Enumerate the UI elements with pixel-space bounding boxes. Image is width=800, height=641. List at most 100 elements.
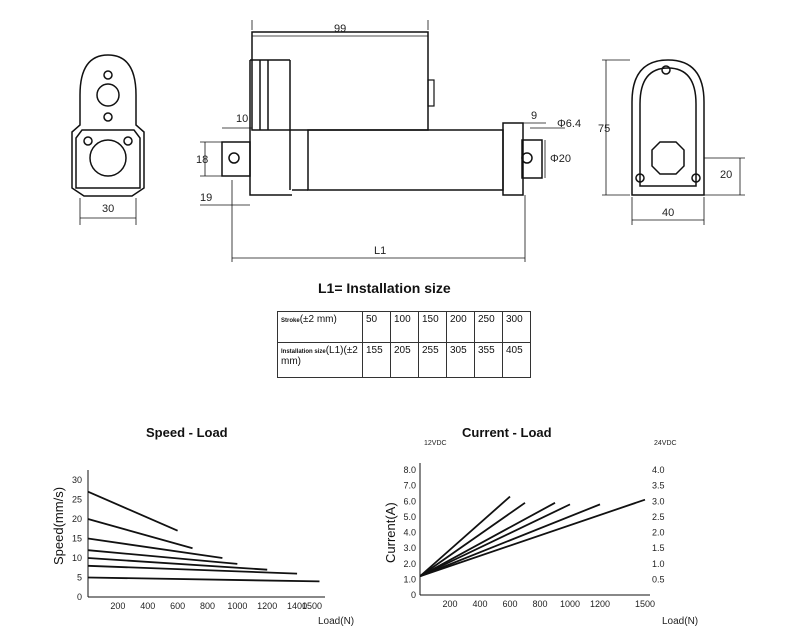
dim-10: 10 — [236, 113, 248, 125]
current-y-tick: 2.0 — [403, 559, 416, 569]
speed-y-tick: 20 — [72, 514, 82, 524]
speed-y-tick: 10 — [72, 553, 82, 563]
current-chart-title: Current - Load — [462, 425, 552, 440]
table-cell: 250 — [474, 311, 503, 343]
speed-series-line-2 — [87, 518, 193, 550]
installation-size-header-cell: Installation size(L1)(±2 mm) — [277, 342, 363, 378]
stroke-label: Stroke — [281, 318, 300, 324]
current-y-tick: 4.0 — [403, 528, 416, 538]
speed-y-tick: 15 — [72, 534, 82, 544]
table-cell: 205 — [390, 342, 419, 378]
current-right-axis-unit: 24VDC — [654, 440, 677, 447]
current-x-tick: 200 — [442, 599, 457, 609]
speed-x-tick: 1200 — [257, 601, 277, 611]
current-x-tick: 800 — [532, 599, 547, 609]
current-x-tick: 1200 — [590, 599, 610, 609]
table-cell: 355 — [474, 342, 503, 378]
dim-l1: L1 — [374, 245, 386, 257]
installation-size-table: Stroke(±2 mm) 50 100 150 200 250 300 Ins… — [277, 311, 531, 378]
speed-y-tick: 0 — [77, 592, 82, 602]
dim-phi64: Φ6.4 — [557, 118, 581, 130]
speed-y-tick: 30 — [72, 475, 82, 485]
dim-30: 30 — [102, 203, 114, 215]
installation-size-unit: (L1)(±2 mm) — [281, 345, 358, 367]
table-cell: 200 — [446, 311, 475, 343]
current-x-tick: 400 — [472, 599, 487, 609]
current-y2-tick: 3.5 — [652, 481, 665, 491]
current-y-tick: 5.0 — [403, 512, 416, 522]
current-y-tick: 1.0 — [403, 574, 416, 584]
installation-size-title: L1= Installation size — [318, 280, 451, 296]
current-y-tick: 6.0 — [403, 496, 416, 506]
current-y2-tick: 1.0 — [652, 559, 665, 569]
current-y-tick: 3.0 — [403, 543, 416, 553]
dim-18: 18 — [196, 154, 208, 166]
current-y-tick: 0 — [411, 590, 416, 600]
current-series-line-2 — [419, 502, 526, 577]
table-cell: 155 — [362, 342, 391, 378]
speed-x-tick: 400 — [140, 601, 155, 611]
table-cell: 100 — [390, 311, 419, 343]
speed-x-label: Load(N) — [318, 616, 354, 627]
table-cell: 300 — [502, 311, 531, 343]
current-series-line-5 — [419, 503, 601, 578]
current-series-line-1 — [419, 495, 511, 577]
current-y-label: Current(A) — [383, 502, 398, 563]
dim-phi20: Φ20 — [550, 153, 571, 165]
speed-series-line-1 — [87, 490, 178, 532]
current-series-line-3 — [419, 502, 556, 578]
table-row: Stroke(±2 mm) 50 100 150 200 250 300 — [277, 311, 531, 343]
dim-9: 9 — [531, 110, 537, 122]
speed-x-tick: 800 — [200, 601, 215, 611]
dim-99: 99 — [334, 23, 346, 35]
installation-size-label: Installation size — [281, 349, 326, 355]
speed-x-tick: 1500 — [302, 601, 322, 611]
side-view — [200, 20, 565, 262]
current-x-tick: 1500 — [635, 599, 655, 609]
speed-x-tick: 1000 — [227, 601, 247, 611]
table-cell: 305 — [446, 342, 475, 378]
current-y-tick: 8.0 — [403, 465, 416, 475]
current-series-line-6 — [419, 498, 646, 578]
current-y2-tick: 3.0 — [652, 496, 665, 506]
speed-x-tick: 600 — [170, 601, 185, 611]
table-cell: 255 — [418, 342, 447, 378]
dim-20: 20 — [720, 169, 732, 181]
speed-chart-title: Speed - Load — [146, 425, 228, 440]
dim-75: 75 — [598, 123, 610, 135]
speed-series-line-7 — [87, 576, 320, 583]
speed-series-line-5 — [87, 557, 268, 571]
current-x-tick: 1000 — [560, 599, 580, 609]
speed-series-line-4 — [87, 549, 238, 565]
current-left-axis-unit: 12VDC — [424, 440, 447, 447]
current-x-label: Load(N) — [662, 616, 698, 627]
dim-19: 19 — [200, 192, 212, 204]
speed-x-tick: 1400 — [287, 601, 307, 611]
table-cell: 50 — [362, 311, 391, 343]
speed-load-chart: Speed - Load 0 5 10 15 20 25 30 200 400 600 800 100… — [51, 425, 354, 627]
stroke-unit: (±2 mm) — [299, 314, 337, 325]
speed-y-tick: 5 — [77, 573, 82, 583]
current-y-tick: 7.0 — [403, 481, 416, 491]
dim-40: 40 — [662, 207, 674, 219]
table-cell: 150 — [418, 311, 447, 343]
speed-series-line-3 — [87, 537, 223, 559]
current-series-line-4 — [419, 503, 571, 578]
current-y2-tick: 0.5 — [652, 574, 665, 584]
speed-y-tick: 25 — [72, 495, 82, 505]
table-cell: 405 — [502, 342, 531, 378]
current-x-tick: 600 — [502, 599, 517, 609]
speed-y-label: Speed(mm/s) — [51, 487, 66, 565]
stroke-header-cell: Stroke(±2 mm) — [277, 311, 363, 343]
right-end-view — [602, 59, 745, 225]
current-y2-tick: 4.0 — [652, 465, 665, 475]
speed-series-line-6 — [87, 564, 298, 575]
speed-x-tick: 200 — [110, 601, 125, 611]
current-y2-tick: 2.0 — [652, 528, 665, 538]
current-y2-tick: 2.5 — [652, 512, 665, 522]
current-load-chart: Current - Load 12VDC 24VDC 0 1.0 2.0 3.0 4.0… — [383, 425, 698, 627]
left-end-view — [71, 54, 145, 225]
table-row: Installation size(L1)(±2 mm) 155 205 255… — [277, 342, 531, 378]
current-y2-tick: 1.5 — [652, 543, 665, 553]
